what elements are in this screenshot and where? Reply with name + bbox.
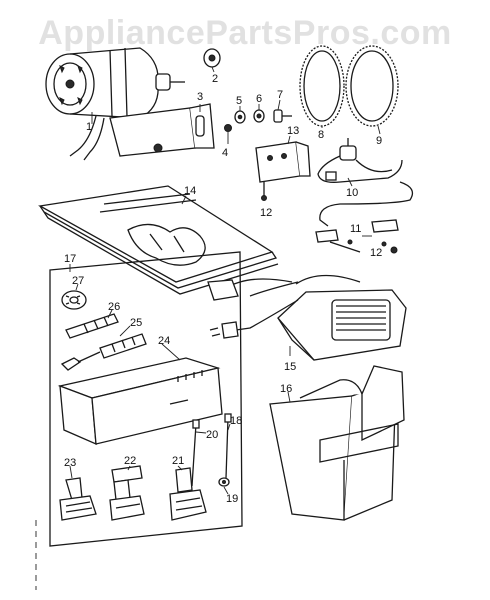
callout-8: 8	[318, 129, 324, 141]
callout-27: 27	[72, 275, 84, 287]
callout-23: 23	[64, 457, 76, 469]
callout-2: 2	[212, 73, 218, 85]
callout-17: 17	[64, 253, 76, 265]
callout-9: 9	[376, 135, 382, 147]
accessories-group	[49, 251, 243, 547]
pulley-part[interactable]	[203, 48, 221, 68]
carrying-case-part[interactable]	[269, 365, 405, 521]
callout-18: 18	[230, 415, 242, 427]
callout-24: 24	[158, 335, 170, 347]
accessory-box-part[interactable]	[57, 357, 223, 446]
callout-7: 7	[277, 89, 283, 101]
callout-10: 10	[346, 187, 358, 199]
leader-lines	[69, 66, 381, 495]
callout-25: 25	[130, 317, 142, 329]
callout-26: 26	[108, 301, 120, 313]
foot-controller-part[interactable]	[207, 274, 407, 361]
callout-4: 4	[222, 147, 228, 159]
screw-small-part[interactable]	[224, 124, 232, 132]
callout-13: 13	[287, 125, 299, 137]
screw-12b-part[interactable]	[390, 246, 398, 254]
callout-1: 1	[86, 121, 92, 133]
belt-part-8[interactable]	[299, 45, 345, 127]
bobbin-part[interactable]	[61, 290, 87, 310]
washer-19-part[interactable]	[218, 477, 230, 487]
switch-part[interactable]	[315, 219, 399, 253]
motor-bracket-part[interactable]	[109, 103, 215, 157]
washer-part[interactable]	[234, 110, 246, 124]
needle-part-18[interactable]	[224, 413, 232, 479]
callout-5: 5	[236, 95, 242, 107]
belt-part-9[interactable]	[345, 45, 399, 127]
callout-16: 16	[280, 383, 292, 395]
nut-part[interactable]	[253, 109, 265, 123]
small-screwdriver-part[interactable]	[65, 313, 119, 339]
presser-foot-21-part[interactable]	[169, 467, 207, 521]
presser-foot-23-part[interactable]	[59, 477, 97, 521]
presser-foot-22-part[interactable]	[109, 465, 145, 521]
terminal-block-part[interactable]	[255, 141, 311, 201]
callout-20: 20	[206, 429, 218, 441]
callout-3: 3	[197, 91, 203, 103]
lamp-socket-part[interactable]	[317, 138, 414, 227]
callout-6: 6	[256, 93, 262, 105]
callout-22: 22	[124, 455, 136, 467]
callout-12-upper: 12	[260, 207, 272, 219]
callout-21: 21	[172, 455, 184, 467]
screw-part[interactable]	[273, 109, 292, 123]
callout-14: 14	[184, 185, 196, 197]
callout-11: 11	[350, 223, 361, 235]
callout-12-lower: 12	[370, 247, 382, 259]
screwdriver-part[interactable]	[60, 333, 147, 371]
callout-19: 19	[226, 493, 238, 505]
callout-15: 15	[284, 361, 296, 373]
needle-part-20[interactable]	[191, 419, 200, 487]
instruction-book-part[interactable]	[38, 185, 279, 295]
